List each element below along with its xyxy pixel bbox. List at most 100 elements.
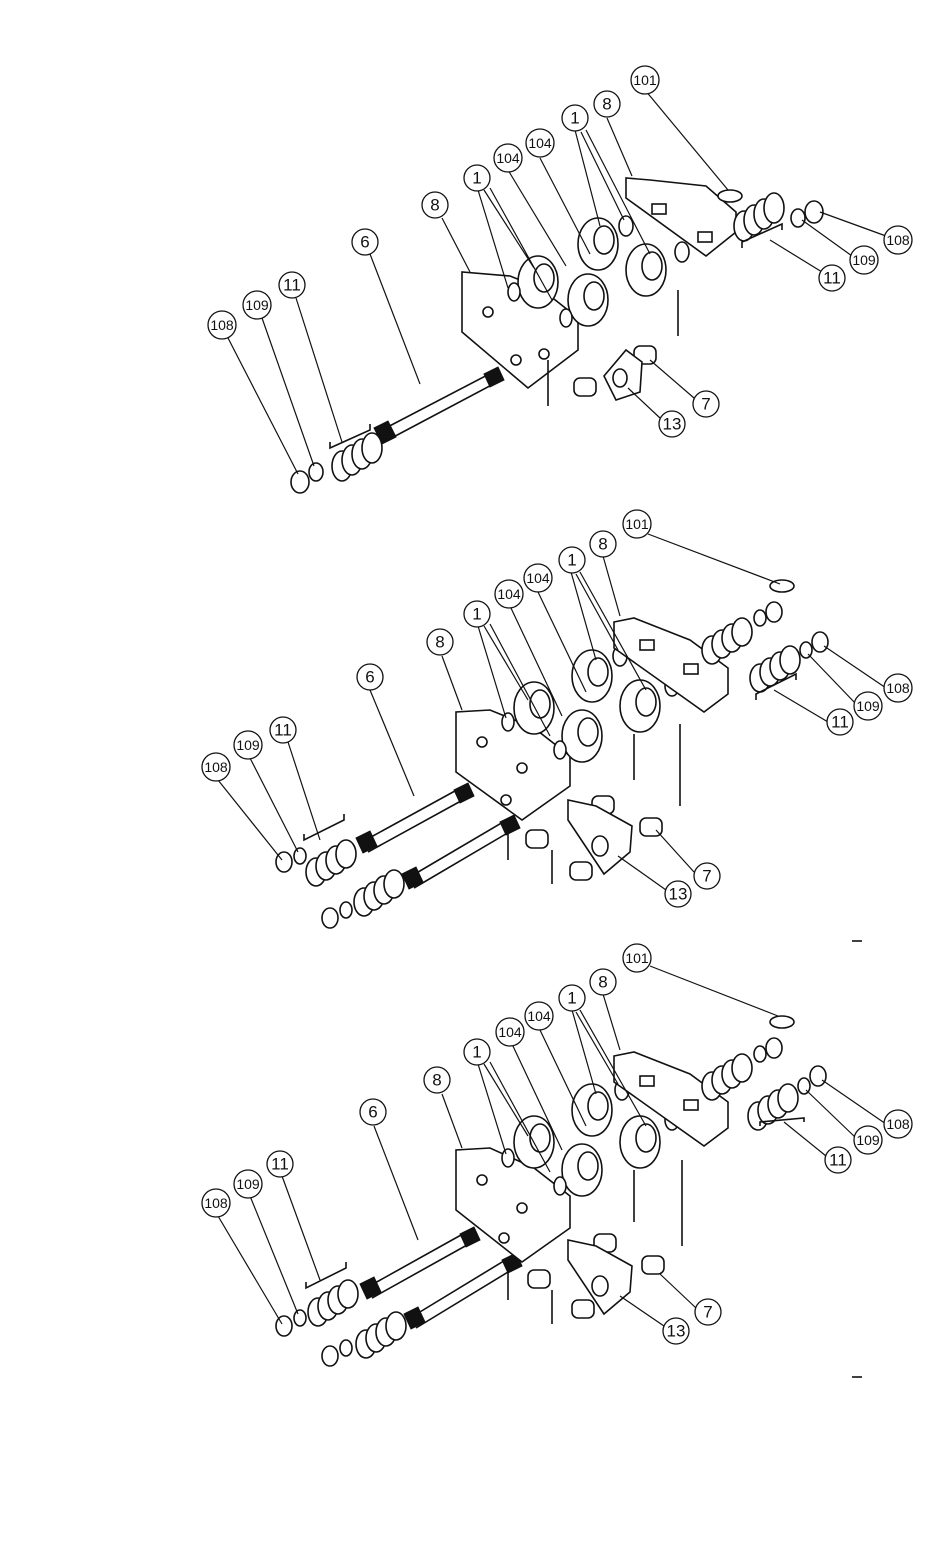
- callout: 1: [559, 547, 585, 573]
- callout-label: 7: [701, 395, 710, 414]
- callout-label: 1: [567, 989, 576, 1008]
- callout: 11: [819, 265, 845, 291]
- callout-label: 8: [432, 1071, 441, 1090]
- callout-label: 104: [498, 1024, 522, 1040]
- callout-label: 109: [236, 737, 260, 753]
- callout: 1: [464, 601, 490, 627]
- callout: 108: [202, 753, 230, 781]
- callout-label: 104: [528, 135, 552, 151]
- callout: 8: [424, 1067, 450, 1093]
- callout-label: 11: [271, 1155, 289, 1174]
- callout: 104: [495, 580, 523, 608]
- callout: 108: [884, 226, 912, 254]
- callout: 104: [496, 1018, 524, 1046]
- callout-label: 1: [567, 551, 576, 570]
- callout-label: 11: [823, 269, 841, 288]
- callout-label: 109: [856, 698, 880, 714]
- callout-label: 104: [497, 586, 521, 602]
- callout-label: 104: [526, 570, 550, 586]
- callout: 101: [623, 510, 651, 538]
- callout: 104: [525, 1002, 553, 1030]
- callout-label: 1: [472, 605, 481, 624]
- callout-label: 8: [430, 196, 439, 215]
- callout: 108: [208, 311, 236, 339]
- callout: 8: [594, 91, 620, 117]
- callout-label: 109: [245, 297, 269, 313]
- callout-label: 1: [472, 1043, 481, 1062]
- callout-label: 104: [527, 1008, 551, 1024]
- callout: 101: [631, 66, 659, 94]
- exploded-view-1: 101 8 1 104 104 1 8 6 11 109 108 108 109…: [208, 66, 912, 493]
- callout-label: 104: [496, 150, 520, 166]
- callout: 109: [854, 692, 882, 720]
- callout-label: 108: [204, 759, 228, 775]
- callout-label: 8: [598, 535, 607, 554]
- callout: 6: [352, 229, 378, 255]
- callout-label: 1: [472, 169, 481, 188]
- callout: 11: [270, 717, 296, 743]
- callout: 7: [694, 863, 720, 889]
- callout: 109: [850, 246, 878, 274]
- left-spring-assembly: [291, 424, 382, 493]
- callout: 108: [884, 674, 912, 702]
- callout-label: 108: [886, 680, 910, 696]
- callout: 108: [202, 1189, 230, 1217]
- callout-label: 13: [669, 885, 688, 904]
- callout-label: 1: [570, 109, 579, 128]
- left-spring-assemblies: [276, 814, 404, 928]
- callout: 13: [665, 881, 691, 907]
- left-bracket: [456, 1148, 570, 1262]
- callout: 8: [422, 192, 448, 218]
- callout-label: 101: [633, 72, 657, 88]
- callout-label: 108: [210, 317, 234, 333]
- callout: 104: [526, 129, 554, 157]
- callout: 108: [884, 1110, 912, 1138]
- callout-label: 109: [852, 252, 876, 268]
- callout: 109: [243, 291, 271, 319]
- exploded-view-2: 101 8 1 104 104 1 8 6 11 109 108 108 109…: [202, 510, 912, 941]
- callout: 1: [464, 165, 490, 191]
- callout-label: 109: [856, 1132, 880, 1148]
- callout: 7: [695, 1299, 721, 1325]
- threaded-rod: [374, 367, 504, 444]
- callout-label: 11: [283, 276, 301, 295]
- callout-label: 109: [236, 1176, 260, 1192]
- exploded-view-3: 101 8 1 104 104 1 8 6 11 109 108 108 109…: [202, 944, 912, 1377]
- callout: 109: [854, 1126, 882, 1154]
- callout-label: 7: [703, 1303, 712, 1322]
- callout-label: 101: [625, 516, 649, 532]
- callout-label: 8: [598, 973, 607, 992]
- callout-label: 8: [602, 95, 611, 114]
- callout-label: 6: [368, 1103, 377, 1122]
- callout-label: 13: [667, 1322, 686, 1341]
- callout: 1: [562, 105, 588, 131]
- callout: 109: [234, 731, 262, 759]
- callout: 8: [427, 629, 453, 655]
- callout: 11: [279, 272, 305, 298]
- callout-label: 11: [831, 713, 849, 732]
- callout-label: 11: [274, 721, 292, 740]
- callout-label: 108: [886, 232, 910, 248]
- callout: 8: [590, 969, 616, 995]
- callout: 13: [663, 1318, 689, 1344]
- callout-label: 7: [702, 867, 711, 886]
- callout: 13: [659, 411, 685, 437]
- callout: 1: [559, 985, 585, 1011]
- callout: 109: [234, 1170, 262, 1198]
- callout: 6: [360, 1099, 386, 1125]
- callout: 6: [357, 664, 383, 690]
- callout-label: 101: [625, 950, 649, 966]
- callout: 11: [827, 709, 853, 735]
- callout: 104: [524, 564, 552, 592]
- callout: 1: [464, 1039, 490, 1065]
- callout: 7: [693, 391, 719, 417]
- left-spring-assemblies: [276, 1262, 406, 1366]
- callout-label: 6: [365, 668, 374, 687]
- callout-label: 108: [886, 1116, 910, 1132]
- callout: 104: [494, 144, 522, 172]
- callout: 11: [267, 1151, 293, 1177]
- callout-label: 108: [204, 1195, 228, 1211]
- callout-label: 11: [829, 1151, 847, 1170]
- callout-label: 13: [663, 415, 682, 434]
